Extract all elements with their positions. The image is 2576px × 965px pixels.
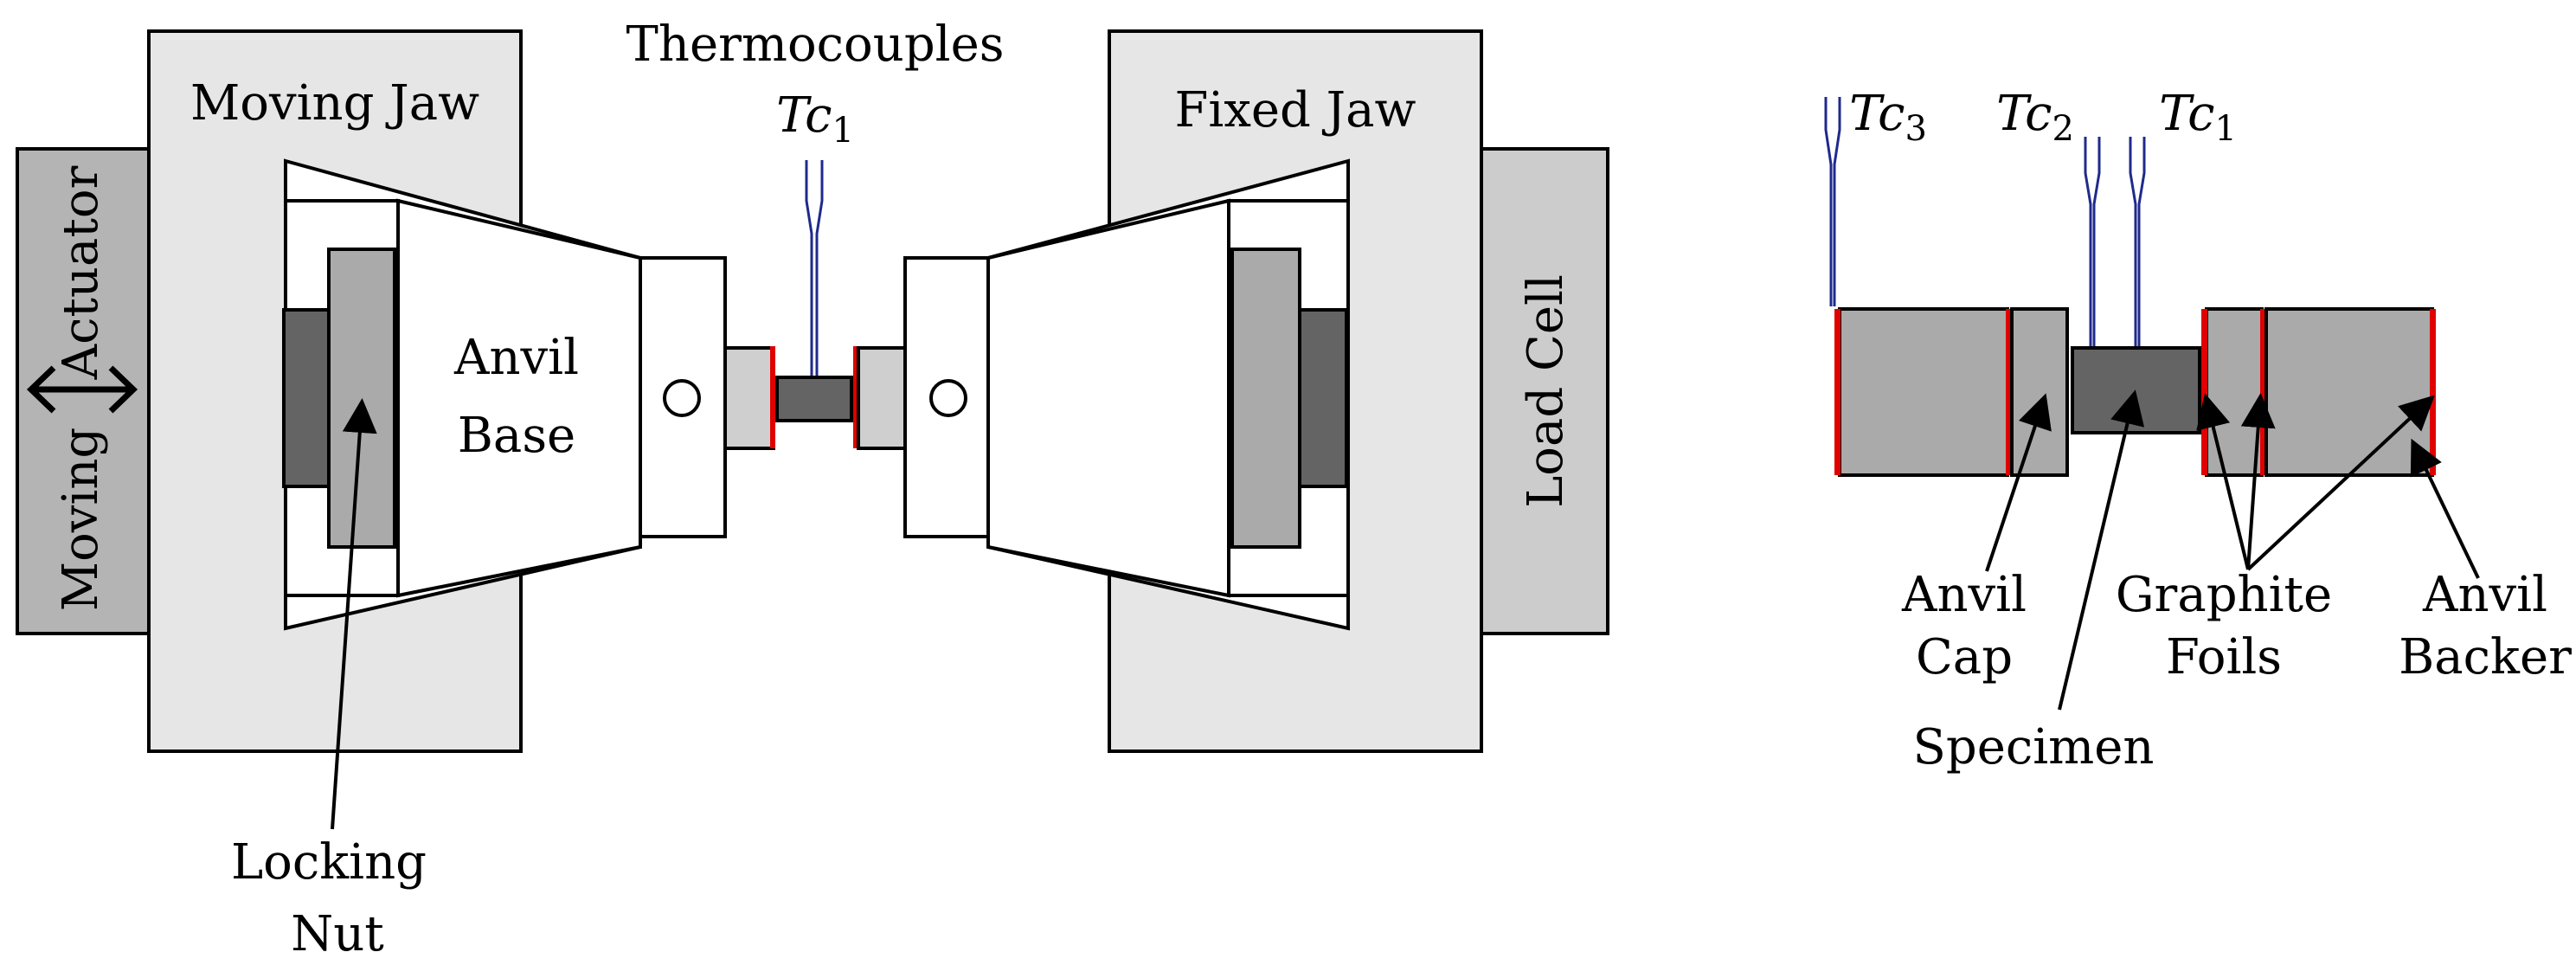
fixed-dark-block: [1298, 308, 1348, 488]
leader-specimen: [2058, 389, 2145, 711]
fixed-collar-hole: [929, 379, 967, 417]
leader-anvil-cap: [1985, 393, 2052, 572]
leader-anvil-backer: [2410, 438, 2480, 579]
detail-thermocouple-tc2: [2084, 137, 2101, 346]
label-load-cell: Load Cell: [1518, 274, 1574, 508]
moving-anvil-cap: [723, 346, 775, 450]
label-tc1-left: Tc1: [776, 87, 854, 151]
load-cell: [1480, 147, 1609, 635]
detail-right-cap: [2205, 307, 2264, 477]
fixed-anvil-cap: [857, 346, 907, 450]
fixed-backer-block: [1230, 248, 1301, 549]
locking-nut-leader: [331, 398, 377, 830]
label-anvil-cap-1: Anvil: [1901, 567, 2027, 623]
detail-anvil-cap: [2010, 307, 2069, 477]
detail-thermocouple-tc1: [2129, 137, 2146, 346]
label-actuator: Actuator: [53, 165, 109, 380]
label-actuator-moving: Moving: [53, 428, 109, 612]
label-moving-jaw: Moving Jaw: [190, 75, 479, 132]
label-thermocouples: Thermocouples: [626, 16, 1005, 73]
label-tc2: Tc2: [1996, 86, 2074, 149]
detail-foil-4: [2260, 309, 2266, 475]
locking-nut: [327, 248, 396, 549]
detail-foil-5: [2430, 309, 2436, 475]
fixed-anvil-base: [986, 198, 1230, 598]
detail-foil-3: [2201, 309, 2207, 475]
moving-collar-hole: [663, 379, 701, 417]
actuator-arrow-right-head: [108, 365, 138, 414]
label-anvil-cap-2: Cap: [1916, 629, 2013, 685]
label-anvil-base-2: Base: [458, 408, 575, 464]
label-tc1-right: Tc1: [2159, 86, 2237, 149]
specimen-left: [775, 376, 853, 422]
leader-foil-c: [2246, 395, 2435, 571]
detail-thermocouple-tc3: [1824, 97, 1841, 306]
foil-left-a: [770, 346, 775, 448]
detail-foil-2: [2006, 309, 2012, 475]
label-graphite-foils-1: Graphite: [2116, 567, 2332, 623]
label-graphite-foils-2: Foils: [2166, 629, 2282, 685]
label-anvil-backer-2: Backer: [2399, 629, 2572, 685]
label-locking-nut-2: Nut: [291, 906, 384, 962]
foil-left-b: [853, 346, 858, 448]
label-anvil-backer-1: Anvil: [2422, 567, 2547, 623]
detail-left-anvil: [1838, 307, 2009, 477]
actuator-arrow-left-head: [26, 365, 56, 414]
leader-foil-b: [2240, 393, 2276, 570]
detail-specimen: [2071, 346, 2201, 434]
label-anvil-base-1: Anvil: [453, 330, 579, 386]
detail-foil-1: [1834, 309, 1840, 475]
label-tc3: Tc3: [1849, 86, 1927, 149]
detail-anvil-backer: [2264, 307, 2434, 477]
label-locking-nut-1: Locking: [231, 834, 427, 891]
label-specimen: Specimen: [1913, 719, 2155, 775]
leader-foil-a: [2196, 393, 2250, 570]
moving-dark-block: [282, 308, 331, 488]
label-fixed-jaw: Fixed Jaw: [1175, 82, 1416, 138]
thermocouple-tc1-left: [805, 160, 824, 376]
anvil-base: [396, 198, 642, 598]
